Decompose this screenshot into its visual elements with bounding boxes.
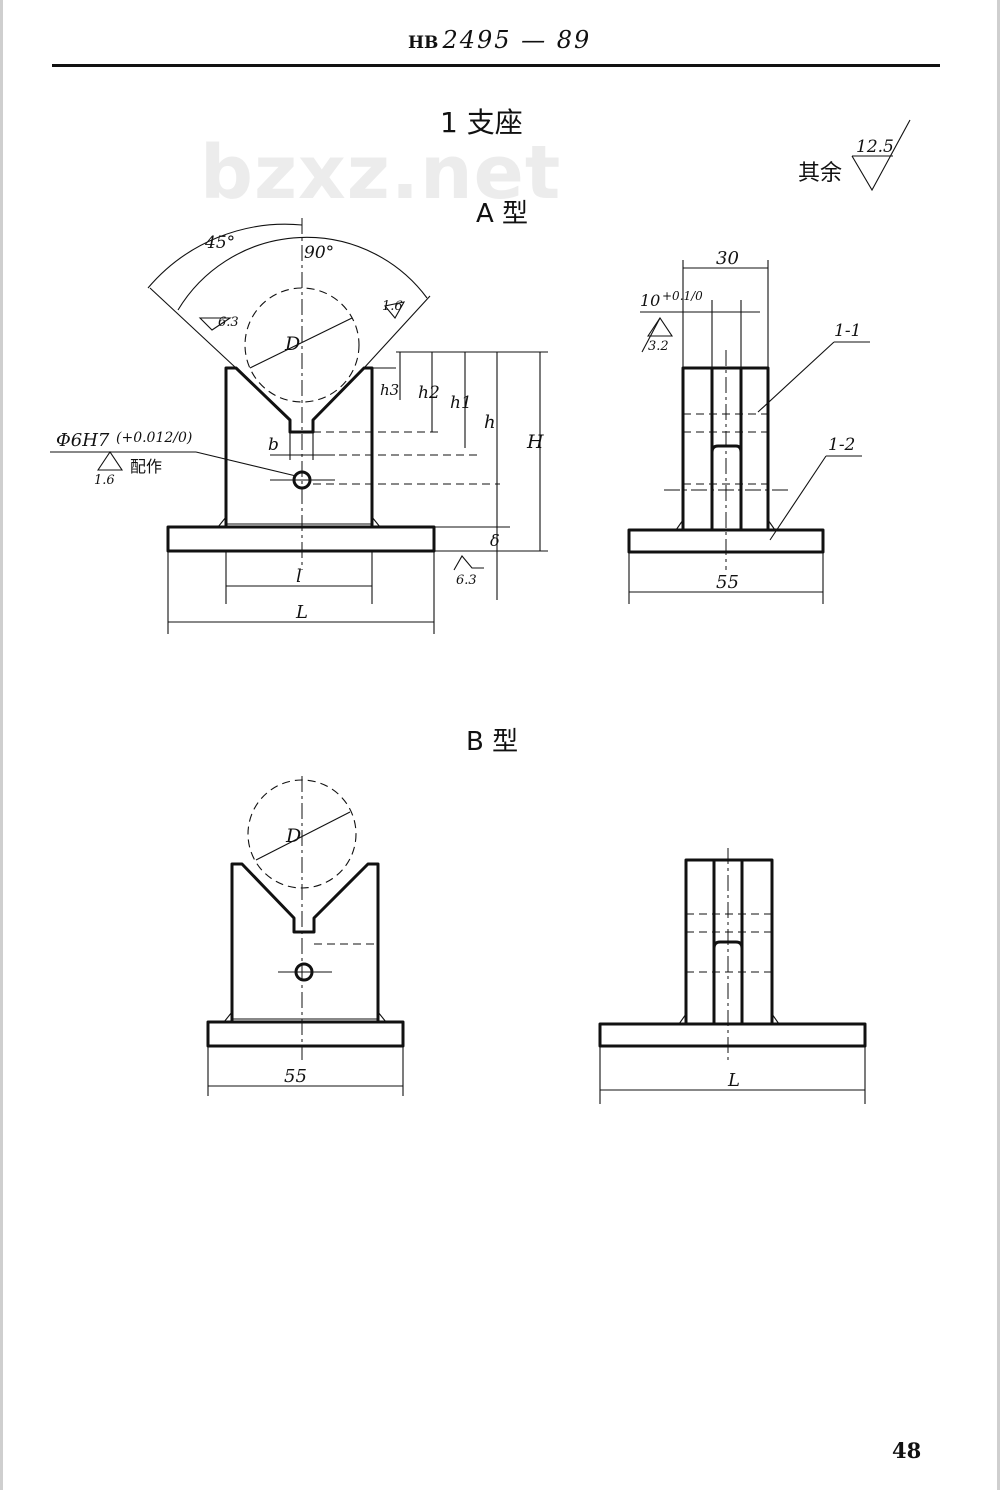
a-front-body (224, 366, 374, 527)
roughness-rest-value: 12.5 (856, 137, 894, 157)
page-edge-left (0, 0, 3, 1490)
type-b-side-view: L (598, 848, 867, 1104)
page-number: 48 (892, 1438, 922, 1463)
section-title: 1 支座 (440, 106, 523, 139)
a-front-rough-vright: 1.6 (382, 299, 403, 314)
a-front-hole-roughness: 1.6 (94, 473, 115, 488)
standard-number: 2495 — 89 (442, 26, 592, 54)
a-side-body (681, 366, 770, 532)
a-front-slot-b: b (268, 435, 279, 455)
a-front-hole-tol: (+0.012/0) (116, 430, 192, 446)
a-front-dim-h: h (484, 412, 496, 433)
b-front-base (206, 1020, 405, 1048)
a-front-dim-H: H (526, 431, 544, 453)
b-front-body (230, 862, 380, 1022)
a-front-angle-45: 45° (204, 233, 235, 253)
a-front-dim-l: l (296, 566, 302, 587)
a-side-dim-slot-tol: +0.1/0 (662, 289, 703, 303)
page-edge-right (997, 0, 1000, 1490)
a-side-dim-30: 30 (716, 248, 739, 269)
a-side-rough-slot: 3.2 (648, 339, 669, 354)
a-front-hole-note: 配作 (130, 457, 162, 476)
a-front-base (166, 525, 436, 553)
a-front-part-circle (244, 287, 360, 403)
type-a-label: A 型 (476, 199, 528, 229)
b-front-dim-55: 55 (284, 1066, 307, 1087)
a-front-rough-vleft: 6.3 (218, 315, 239, 330)
watermark: bzxz.net (200, 130, 562, 216)
b-side-body (684, 858, 774, 1026)
a-front-diameter: D (284, 333, 300, 355)
type-b-front-view: D 55 (206, 776, 405, 1096)
a-front-rough-base: 6.3 (456, 573, 477, 588)
a-front-dim-h2: h2 (418, 383, 440, 403)
roughness-rest-symbol: 其余 12.5 (798, 119, 911, 192)
a-front-hole-spec: Φ6H7 (56, 430, 110, 451)
a-front-dim-L: L (295, 602, 308, 623)
type-a-front-view: D b 45° 90° 6.3 1.6 (50, 218, 548, 634)
a-front-dim-h1: h1 (450, 393, 472, 413)
a-front-dim-base: δ (490, 531, 500, 550)
a-side-dim-slot: 10 (640, 291, 660, 310)
a-side-part-1-1: 1-1 (834, 321, 861, 341)
a-side-part-1-2: 1-2 (828, 435, 855, 455)
b-side-dim-L: L (727, 1070, 740, 1091)
header-rule (52, 64, 940, 67)
a-side-dim-55: 55 (716, 572, 739, 593)
standard-prefix: HB (408, 33, 439, 53)
type-a-side-view: 30 10 +0.1/0 3.2 1-1 1-2 55 (627, 248, 870, 604)
a-front-angle-90: 90° (304, 243, 334, 263)
b-side-base (598, 1022, 867, 1048)
roughness-rest-label: 其余 (798, 161, 842, 186)
type-b-label: B 型 (466, 727, 518, 757)
b-front-diameter: D (285, 825, 301, 847)
a-front-dim-h3: h3 (380, 381, 399, 399)
